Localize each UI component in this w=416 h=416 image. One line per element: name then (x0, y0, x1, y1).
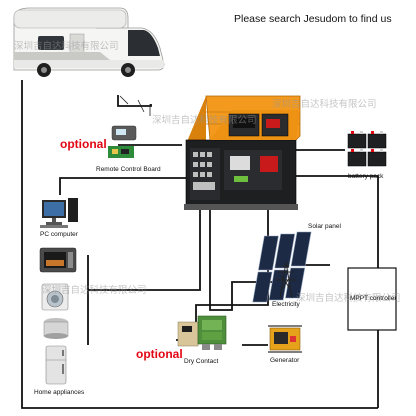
battery-icon (347, 131, 387, 167)
label-mppt-controller: MPPT controller (350, 295, 397, 302)
watermark-bottom-right: 深圳吉自达科技有限公司 (296, 293, 401, 304)
watermark-center: 深圳吉自达科技有限公司 (152, 115, 257, 126)
remote-control-board-icon (108, 95, 151, 158)
wire-appliances-h (88, 208, 201, 291)
wire-solar-mppt (296, 175, 379, 268)
optional-label-remote: optional (60, 137, 107, 151)
motorhome-icon (13, 7, 165, 77)
label-generator: Generator (270, 357, 300, 364)
label-remote-control-board: Remote Control Board (96, 166, 161, 173)
label-battery-pack: battery pack (348, 173, 384, 180)
wire-electricity (209, 208, 278, 311)
label-solar-panel: Solar panel (308, 223, 341, 230)
watermark-right: 深圳吉自达科技有限公司 (272, 99, 377, 110)
microwave-oven-icon (39, 247, 77, 273)
mppt-controller-box (347, 267, 397, 331)
label-home-appliances: Home appliances (34, 389, 85, 396)
label-pc-computer: PC computer (40, 231, 78, 238)
optional-label-dry-contact: optional (136, 347, 183, 361)
label-electricity: Electricity (272, 301, 300, 308)
wire-remote-loop (117, 95, 152, 107)
generator-icon (268, 325, 302, 353)
cooking-pot-icon (43, 318, 69, 339)
pc-computer-icon (40, 198, 78, 228)
refrigerator-icon (45, 345, 67, 385)
wire-pc (59, 177, 192, 195)
wire-motorhome (21, 80, 378, 409)
power-pylon-icon (276, 261, 296, 299)
washing-machine-icon (41, 283, 69, 311)
watermark-top-left: 深圳吉自达科技有限公司 (14, 41, 119, 52)
label-dry-contact: Dry Contact (184, 358, 219, 365)
inverter-icon (184, 95, 301, 210)
watermark-bottom-left: 深圳吉自达科技有限公司 (42, 285, 147, 296)
search-headline: Please search Jesudom to find us (234, 13, 392, 25)
dry-contact-relay-icon (177, 315, 227, 350)
